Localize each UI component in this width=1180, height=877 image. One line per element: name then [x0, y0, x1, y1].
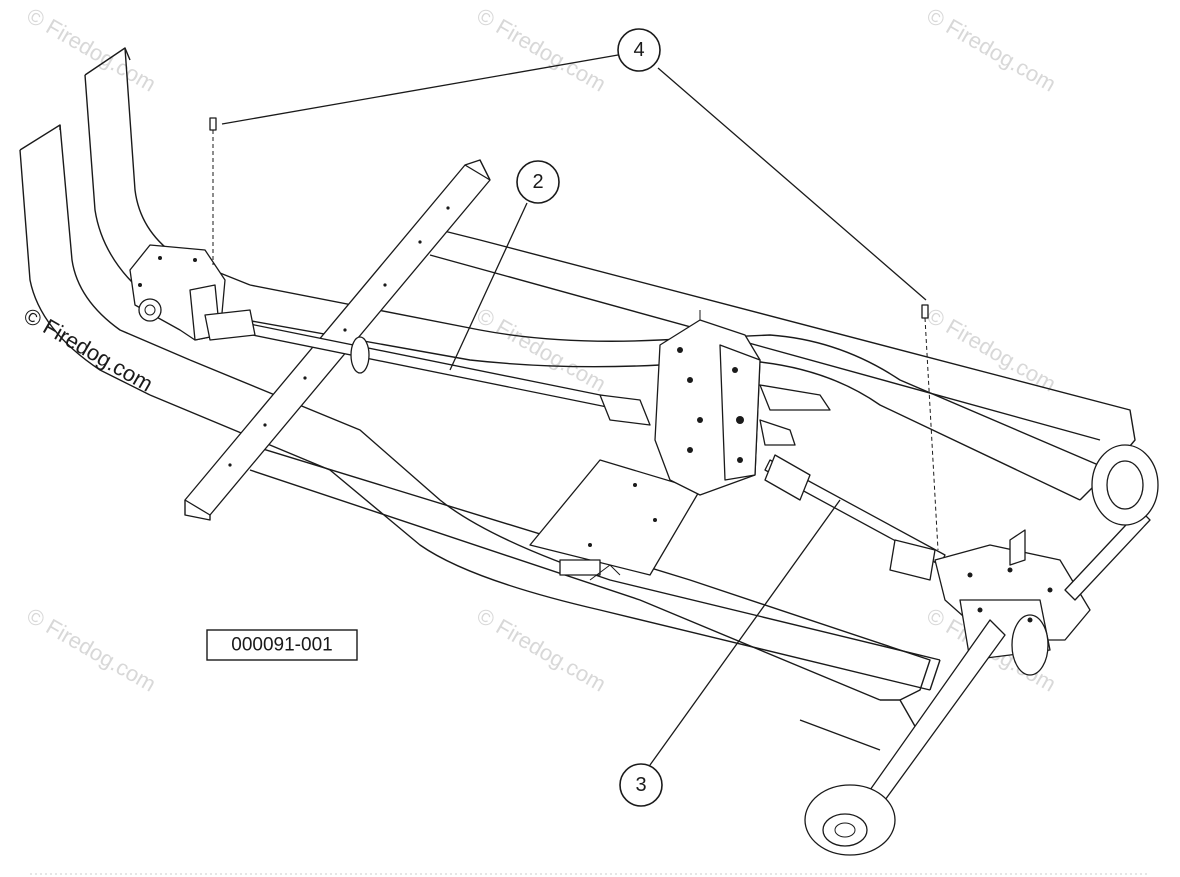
watermarks: © Firedog.com © Firedog.com © Firedog.co…	[20, 3, 1061, 697]
cross-member	[184, 159, 491, 521]
callout-2[interactable]: 2	[516, 160, 560, 204]
watermark: © Firedog.com	[923, 303, 1061, 397]
callout-3-label: 3	[635, 774, 646, 796]
watermark: © Firedog.com	[473, 603, 611, 697]
leader-lines	[221, 54, 927, 766]
drive-shafts	[204, 309, 946, 581]
callout-3[interactable]: 3	[619, 763, 663, 807]
watermark: © Firedog.com	[23, 3, 161, 97]
studs	[209, 117, 939, 551]
watermark: © Firedog.com	[473, 3, 611, 97]
callout-4[interactable]: 4	[617, 28, 661, 72]
reference-number-box: 000091-001	[206, 629, 358, 661]
callout-2-label: 2	[532, 171, 543, 193]
center-gearbox	[654, 310, 831, 496]
reference-number: 000091-001	[231, 635, 332, 656]
floor-plates	[529, 459, 701, 581]
rear-axle	[804, 444, 1159, 856]
watermark: © Firedog.com	[23, 603, 161, 697]
callout-4-label: 4	[633, 39, 644, 61]
watermark: © Firedog.com	[20, 303, 158, 397]
watermark: © Firedog.com	[923, 3, 1061, 97]
